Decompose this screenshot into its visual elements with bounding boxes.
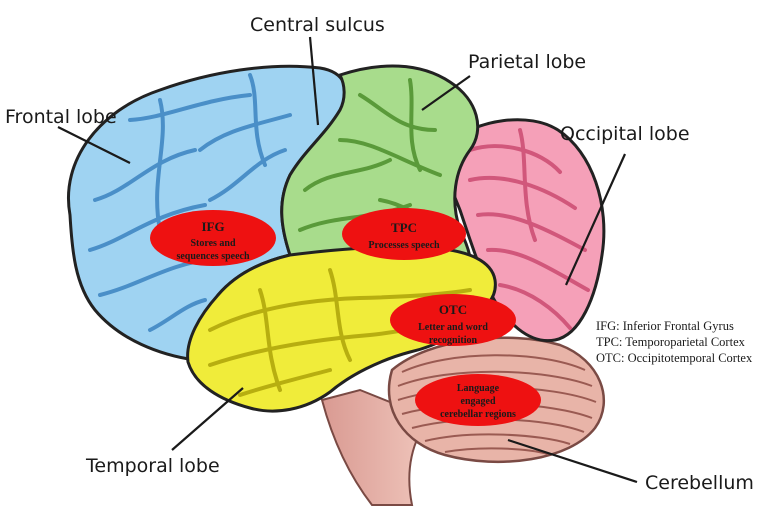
temporal-leader	[171, 387, 244, 451]
parietal-leader	[421, 75, 471, 111]
ifg-marker: IFG Stores and sequences speech	[150, 210, 276, 266]
leader-lines	[57, 36, 638, 484]
cereb-line2: engaged	[461, 396, 496, 407]
legend-tpc: TPC: Temporoparietal Cortex	[596, 335, 746, 349]
temporal-lobe-region	[186, 245, 497, 413]
legend-ifg: IFG: Inferior Frontal Gyrus	[596, 319, 734, 333]
otc-line1: Letter and word	[418, 322, 488, 333]
ifg-line1: Stores and	[190, 238, 236, 249]
tpc-marker: TPC Processes speech	[342, 208, 466, 260]
frontal-lobe-label: Frontal lobe	[5, 106, 117, 128]
ifg-title: IFG	[201, 219, 224, 234]
parietal-lobe-label: Parietal lobe	[468, 51, 586, 73]
legend-otc: OTC: Occipitotemporal Cortex	[596, 351, 753, 365]
cereb-line1: Language	[457, 383, 500, 394]
occipital-leader	[564, 153, 627, 286]
temporal-lobe-label: Temporal lobe	[85, 455, 220, 477]
occipital-lobe-label: Occipital lobe	[560, 123, 690, 145]
cerebellar-marker: Language engaged cerebellar regions	[415, 374, 541, 426]
frontal-leader	[57, 126, 131, 164]
tpc-line1: Processes speech	[368, 240, 440, 251]
central-sulcus-label: Central sulcus	[250, 14, 385, 36]
otc-line2: recognition	[429, 335, 478, 346]
cereb-line3: cerebellar regions	[440, 409, 516, 420]
ifg-line2: sequences speech	[176, 251, 249, 262]
cerebellum-label: Cerebellum	[645, 472, 754, 494]
cerebellum-leader	[507, 438, 638, 484]
abbreviation-legend: IFG: Inferior Frontal Gyrus TPC: Temporo…	[596, 319, 753, 365]
tpc-title: TPC	[391, 220, 417, 235]
occipital-lobe-region	[442, 118, 606, 343]
otc-marker: OTC Letter and word recognition	[390, 294, 516, 346]
central-leader	[308, 36, 320, 126]
otc-title: OTC	[439, 302, 467, 317]
